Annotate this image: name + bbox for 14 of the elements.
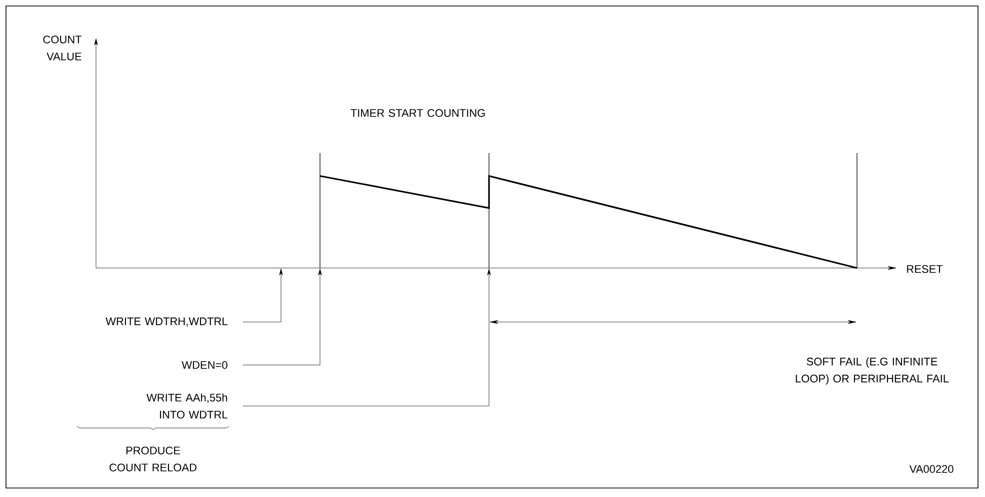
- figure-code: VA00220: [909, 465, 954, 473]
- annotation: PRODUCE COUNT RELOAD: [110, 446, 196, 472]
- axis-label: RESET: [907, 265, 943, 273]
- marker-line: [856, 152, 858, 268]
- leader-line: [242, 268, 491, 406]
- annotation: SOFT FAIL (E.G INFINITE LOOP) OR PERIPHERAL FAIL: [796, 357, 949, 385]
- axis-label: COUNT VALUE: [43, 36, 82, 60]
- step-label: WRITE WDTRH,WDTRL: [106, 318, 228, 326]
- step-label: WDEN=0: [182, 361, 228, 369]
- step-label: WRITE AAh,55h INTO WDTRL: [146, 393, 228, 419]
- annotation: TIMER START COUNTING: [350, 109, 485, 117]
- marker-line: [488, 152, 490, 268]
- leader-line: [242, 268, 322, 366]
- leader-line: [242, 268, 283, 322]
